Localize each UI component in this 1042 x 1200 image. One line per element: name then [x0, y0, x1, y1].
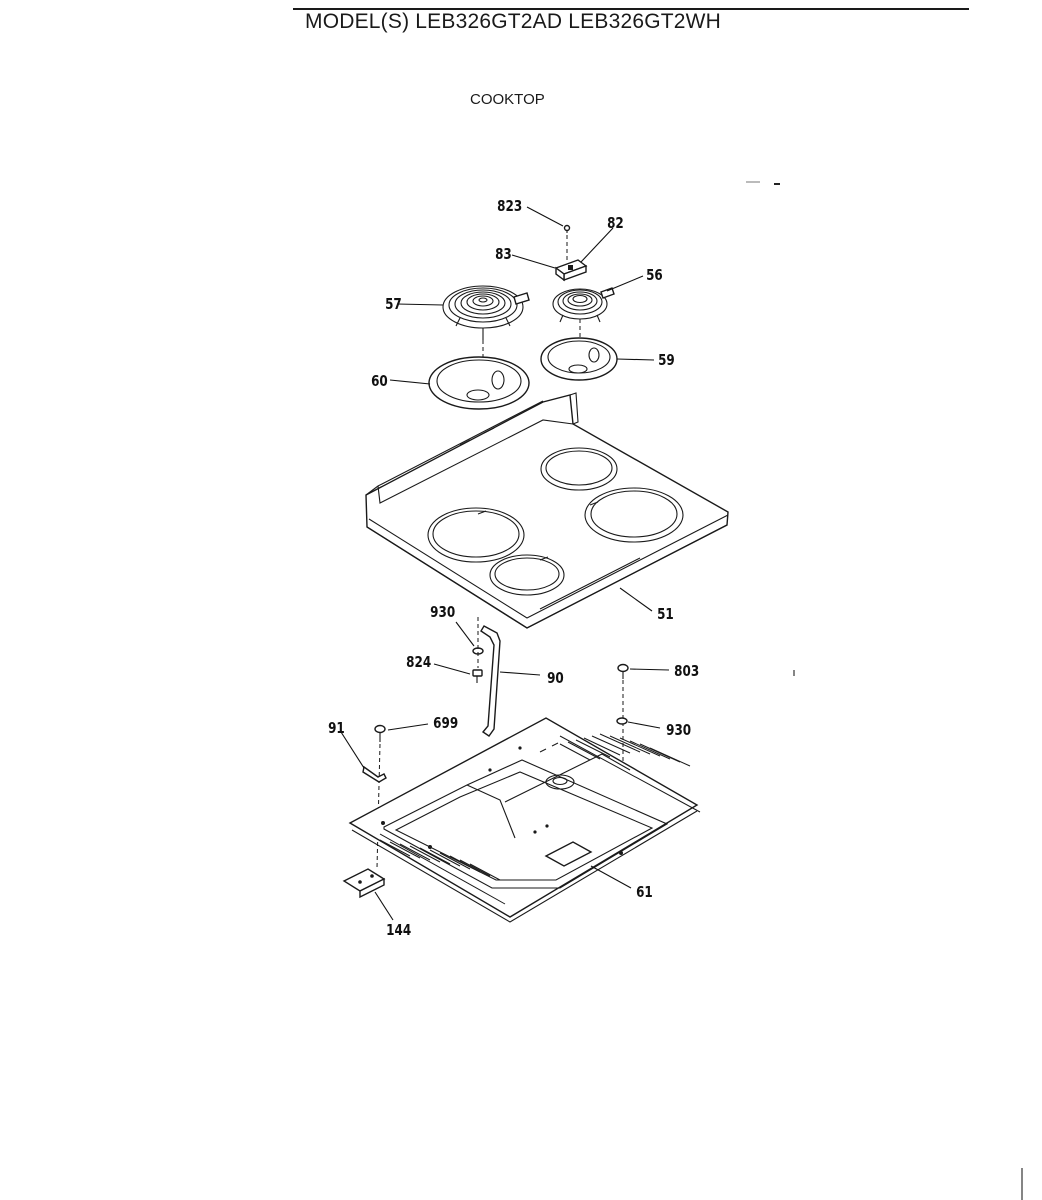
- callout-57: 57: [385, 296, 402, 314]
- screw-823: [563, 224, 571, 262]
- callout-82: 82: [607, 215, 624, 233]
- callout-823: 823: [497, 198, 522, 216]
- callout-60: 60: [371, 373, 388, 391]
- clip-91: [362, 765, 387, 783]
- section-title: COOKTOP: [470, 91, 545, 108]
- cooktop-51: [365, 392, 729, 629]
- terminal-block-82: [554, 259, 588, 282]
- callout-51: 51: [657, 606, 674, 624]
- callout-59: 59: [658, 352, 675, 370]
- drip-pan-59: [540, 337, 618, 381]
- callout-144: 144: [386, 922, 411, 940]
- model-title: MODEL(S) LEB326GT2AD LEB326GT2WH: [305, 10, 722, 33]
- callout-824: 824: [406, 654, 431, 672]
- screw-824: [472, 617, 483, 683]
- callout-91: 91: [328, 720, 345, 738]
- screw-803: [617, 663, 629, 766]
- surface-unit-57: [442, 285, 530, 392]
- header-rule: [293, 8, 969, 10]
- callout-56: 56: [646, 267, 663, 285]
- washer-930-right: [616, 717, 628, 725]
- callout-90: 90: [547, 670, 564, 688]
- bottom-panel-61: [348, 717, 701, 923]
- callout-803: 803: [674, 663, 699, 681]
- screw-699: [374, 724, 386, 869]
- bracket-144: [342, 868, 386, 899]
- callout-930-left: 930: [430, 604, 455, 622]
- scan-specks: [746, 181, 1023, 1200]
- drip-pan-60: [428, 356, 530, 410]
- surface-unit-56: [552, 287, 615, 348]
- callout-930-right: 930: [666, 722, 691, 740]
- leader-lines: [340, 206, 670, 921]
- callout-699: 699: [433, 715, 458, 733]
- callout-61: 61: [636, 884, 653, 902]
- callout-83: 83: [495, 246, 512, 264]
- bracket-90: [480, 625, 501, 737]
